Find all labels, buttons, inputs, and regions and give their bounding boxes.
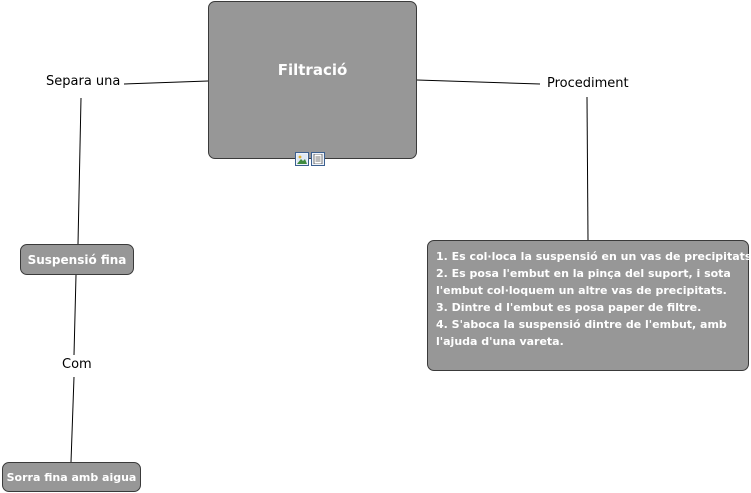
- connector-procediment-to-steps: [586, 96, 589, 241]
- connector-main-to-procediment: [416, 79, 541, 85]
- procedure-step-line: 3. Dintre d l'embut es posa paper de fil…: [436, 301, 702, 314]
- procedure-step-line: 2. Es posa l'embut en la pinça del supor…: [436, 267, 731, 280]
- connector-com-to-sorra: [70, 376, 75, 463]
- procedure-step-line: 1. Es col·loca la suspensió en un vas de…: [436, 250, 751, 263]
- procedure-step-line: 4. S'aboca la suspensió dintre de l'embu…: [436, 318, 727, 331]
- connector-suspensio-to-com: [73, 274, 77, 356]
- concept-sorra-fina[interactable]: Sorra fina amb aigua: [2, 462, 141, 492]
- resource-icons: [295, 152, 325, 166]
- concept-procedure-steps[interactable]: 1. Es col·loca la suspensió en un vas de…: [427, 240, 751, 371]
- link-phrase-procediment[interactable]: Procediment: [545, 76, 631, 91]
- concept-suspensio-fina[interactable]: Suspensió fina: [20, 244, 134, 275]
- document-resource-icon[interactable]: [311, 152, 325, 166]
- concept-suspensio-fina-label: Suspensió fina: [27, 252, 127, 267]
- procedure-step-line: l'ajuda d'una vareta.: [436, 335, 564, 348]
- link-phrase-com[interactable]: Com: [60, 357, 94, 372]
- connector-main-to-separa: [123, 80, 209, 85]
- concept-filtracio[interactable]: Filtració: [208, 1, 417, 159]
- concept-filtracio-label: Filtració: [277, 61, 348, 79]
- image-resource-icon[interactable]: [295, 152, 309, 166]
- connector-separa-to-suspensio: [77, 97, 82, 245]
- concept-sorra-fina-label: Sorra fina amb aigua: [6, 470, 137, 484]
- link-phrase-separa-una[interactable]: Separa una: [44, 74, 123, 89]
- procedure-step-line: l'embut col·loquem un altre vas de preci…: [436, 284, 727, 297]
